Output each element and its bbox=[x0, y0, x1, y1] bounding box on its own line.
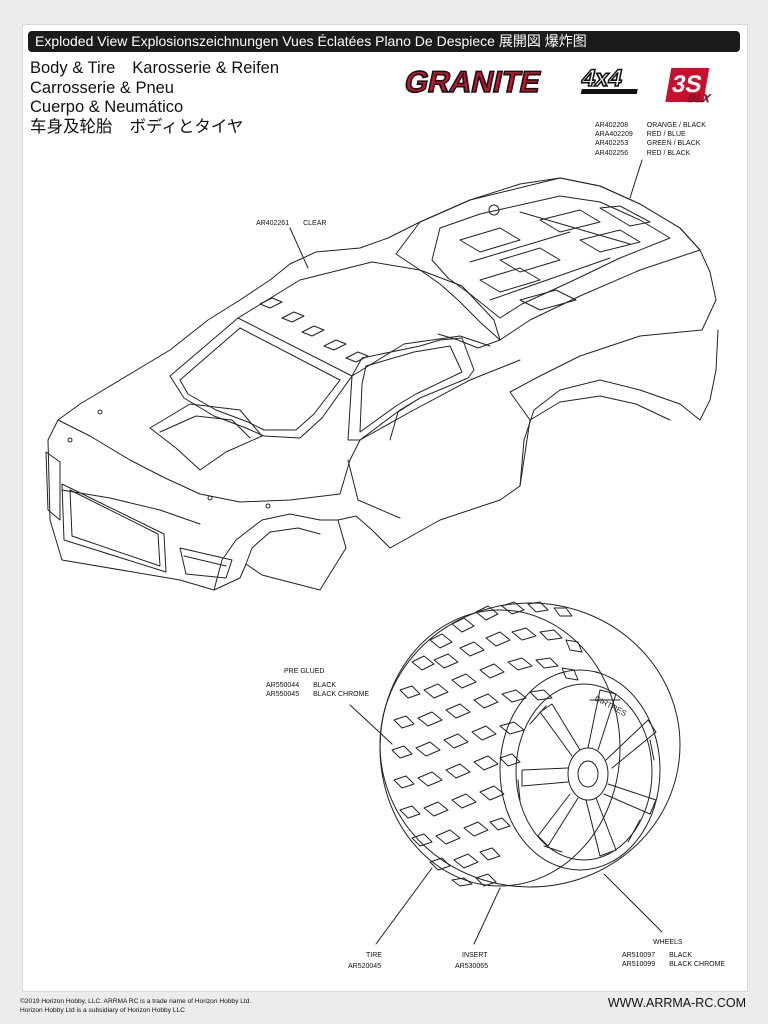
part-code: AR510099 bbox=[622, 961, 656, 969]
title-line-4: 车身及轮胎ボディとタイヤ bbox=[30, 118, 279, 138]
copyright-line-2: Horizon Hobby Ltd is a subsidiary of Hor… bbox=[20, 1007, 185, 1014]
logo-wordmark: GRANITE bbox=[402, 66, 544, 99]
part-code: AR510097 bbox=[622, 952, 656, 959]
part-desc: RED / BLACK bbox=[646, 149, 691, 157]
website-link[interactable]: WWW.ARRMA-RC.COM bbox=[607, 996, 746, 1010]
logo-4x4: 4x4 bbox=[579, 65, 625, 92]
title-jp: ボディとタイヤ bbox=[129, 117, 244, 136]
wheels-label: AR510097 BLACK AR510099 BLACK CHROME bbox=[622, 951, 739, 969]
part-row: ARA402209 RED / BLUE bbox=[595, 130, 720, 139]
body-colors-label: AR402208 ORANGE / BLACK ARA402209 RED / BLU… bbox=[595, 121, 720, 158]
truck-body-shell bbox=[45, 177, 719, 591]
leader-insert bbox=[473, 887, 501, 945]
leader-tire bbox=[375, 867, 433, 945]
insert-title: INSERT bbox=[462, 952, 488, 959]
insert-code: AR530065 bbox=[455, 963, 489, 970]
clear-body-label: AR402261 CLEAR bbox=[256, 219, 326, 229]
part-desc: ORANGE / BLACK bbox=[646, 122, 706, 129]
leader-body-colors bbox=[629, 159, 643, 199]
logo-3s: 3S bbox=[670, 71, 704, 98]
granite-4x4-logo: GRANITE 4x4 3S BLX bbox=[401, 64, 712, 104]
title-de: Karosserie & Reifen bbox=[132, 59, 280, 77]
part-code: AR402256 bbox=[595, 149, 629, 157]
clear-body-desc: CLEAR bbox=[303, 220, 327, 227]
title-fr: Carrosserie & Pneu bbox=[30, 78, 174, 97]
section-titles: Body & Tire Karosserie & Reifen Carrosser… bbox=[30, 59, 279, 137]
part-row: AR550045 BLACK CHROME bbox=[266, 690, 383, 699]
part-code: AR550045 bbox=[266, 691, 300, 699]
part-row: AR402208 ORANGE / BLACK bbox=[595, 121, 720, 130]
manual-page bbox=[22, 24, 748, 992]
body-colors-table: AR402208 ORANGE / BLACK ARA402209 RED / BLU… bbox=[595, 121, 720, 158]
part-row: AR402253 GREEN / BLACK bbox=[595, 139, 720, 148]
title-en: Body & Tire bbox=[30, 59, 116, 77]
header-bar: Exploded View Explosionszeichnungen Vues… bbox=[28, 31, 740, 52]
part-desc: RED / BLUE bbox=[646, 131, 686, 139]
part-code: AR402208 bbox=[595, 122, 629, 129]
part-row: AR402256 RED / BLACK bbox=[595, 149, 720, 158]
part-desc: BLACK CHROME bbox=[669, 961, 726, 969]
part-row: AR510099 BLACK CHROME bbox=[622, 960, 739, 969]
part-code: ARA402209 bbox=[595, 131, 633, 139]
part-code: AR402253 bbox=[595, 140, 629, 148]
title-es: Cuerpo & Neumático bbox=[30, 98, 184, 116]
tire-code: AR520045 bbox=[348, 963, 382, 970]
pre-glued-label: AR550044 BLACK AR550045 BLACK CHROME bbox=[266, 681, 383, 699]
part-row: AR550044 BLACK bbox=[266, 681, 383, 690]
tire-wheel-assembly: DIRTRES bbox=[379, 601, 681, 888]
copyright-line-1: ©2019 Horizon Hobby, LLC. ARRMA RC is a … bbox=[20, 998, 252, 1005]
title-line-1: Body & Tire Karosserie & Reifen bbox=[30, 59, 279, 79]
pre-glued-table: AR550044 BLACK AR550045 BLACK CHROME bbox=[266, 681, 383, 699]
part-row: AR510097 BLACK bbox=[622, 951, 739, 960]
wheels-table: AR510097 BLACK AR510099 BLACK CHROME bbox=[622, 951, 739, 969]
leader-pre-glued bbox=[349, 704, 393, 745]
pre-glued-title: PRE GLUED bbox=[284, 668, 325, 675]
part-desc: BLACK bbox=[313, 682, 337, 689]
tire-sidewall-text: DIRTRES bbox=[593, 694, 628, 718]
leader-wheels bbox=[603, 873, 663, 933]
part-code: AR550044 bbox=[266, 682, 300, 689]
logo-blx: BLX bbox=[687, 93, 712, 104]
footer-copyright: ©2019 Horizon Hobby, LLC. ARRMA RC is a … bbox=[20, 997, 251, 1015]
part-desc: BLACK bbox=[669, 952, 693, 959]
leader-clear-body bbox=[289, 227, 309, 269]
part-desc: GREEN / BLACK bbox=[646, 140, 701, 148]
wheels-title: WHEELS bbox=[653, 939, 683, 946]
clear-body-code: AR402261 bbox=[256, 220, 290, 227]
part-desc: BLACK CHROME bbox=[313, 691, 370, 699]
title-zh: 车身及轮胎 bbox=[30, 117, 113, 136]
tire-tread bbox=[391, 601, 583, 887]
tire-title: TIRE bbox=[366, 952, 382, 959]
